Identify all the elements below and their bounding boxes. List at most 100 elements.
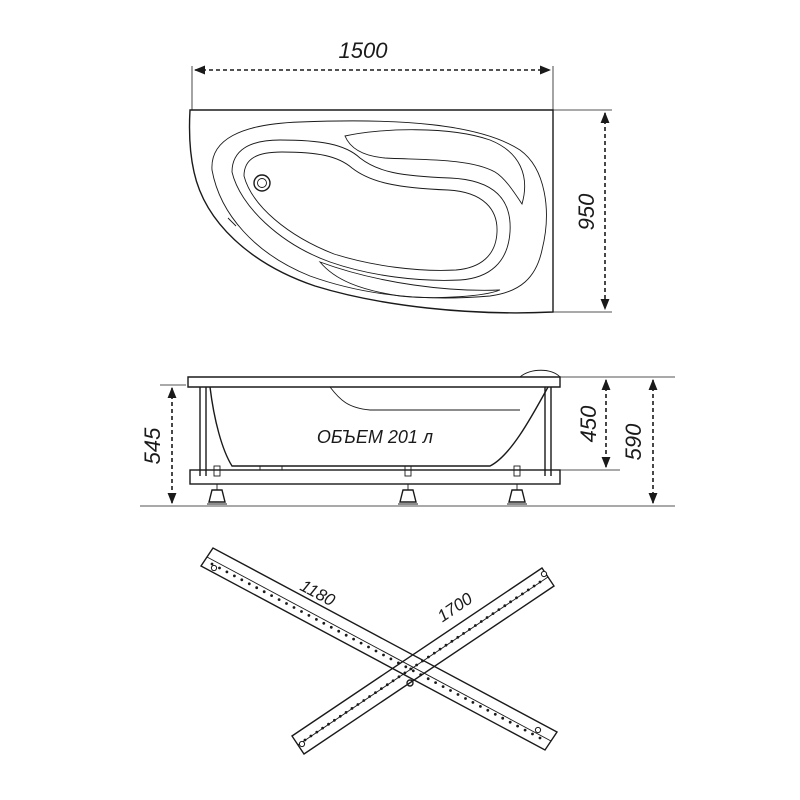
beam-hole <box>344 711 348 714</box>
beam-hole <box>285 602 288 605</box>
beam-hole <box>277 598 281 601</box>
beam-hole <box>450 639 454 643</box>
beam-hole <box>449 689 452 692</box>
tub-basin-floor <box>243 151 498 271</box>
beam-hole <box>315 618 318 621</box>
beam-hole <box>292 606 296 609</box>
beam-hole <box>471 701 475 704</box>
beam-hole <box>426 677 430 681</box>
beam-hole <box>385 683 389 687</box>
beam-hole <box>338 714 342 718</box>
beam-hole <box>307 614 311 617</box>
beam-hole <box>403 671 407 675</box>
beam-hole <box>434 681 437 684</box>
beam-mount-hole <box>298 740 306 748</box>
foot-right <box>507 465 527 505</box>
short-beam-label: 1180 <box>297 576 339 610</box>
beam-hole <box>389 657 393 661</box>
beam-hole <box>456 693 460 696</box>
beam-hole <box>523 728 527 732</box>
beam-hole <box>321 726 324 730</box>
beam-hole <box>468 628 471 631</box>
beam-hole <box>397 675 401 679</box>
tub-side-rim <box>187 376 561 388</box>
beam-hole <box>508 720 512 724</box>
beam-hole <box>409 667 413 671</box>
beam-hole <box>327 722 330 726</box>
beam-hole <box>337 629 341 633</box>
bowl-height-label: 450 <box>576 405 601 442</box>
tub-armrest <box>344 129 526 206</box>
beam-hole <box>255 586 259 590</box>
overflow-mark <box>227 217 237 227</box>
beam-hole <box>526 588 530 592</box>
drain-inner <box>257 178 267 188</box>
beam-hole <box>367 645 370 649</box>
beam-hole <box>493 712 497 716</box>
beam-hole <box>415 663 418 667</box>
width-label: 950 <box>574 193 599 230</box>
beam-hole <box>479 705 482 708</box>
beam-hole <box>262 590 266 594</box>
tub-outer-rim <box>188 109 554 314</box>
side-view: 545 450 590 ОБЪЕМ 201 л <box>140 369 675 507</box>
beam-hole <box>509 600 512 604</box>
top-view: 1500 950 <box>188 38 612 314</box>
beam-hole <box>303 738 307 742</box>
beam-hole <box>538 580 542 584</box>
beam-hole <box>427 655 430 659</box>
beam-hole <box>411 669 415 673</box>
apron-height-label: 545 <box>140 427 165 464</box>
tub-inner-rim <box>211 120 547 299</box>
beam-hole <box>391 679 395 683</box>
beam-mount-hole <box>540 570 548 578</box>
beam-hole <box>350 707 354 710</box>
beam-hole <box>225 570 229 574</box>
beam-hole <box>309 734 313 738</box>
beam-hole <box>329 625 333 629</box>
beam-hole <box>356 703 360 706</box>
beam-hole <box>374 649 378 653</box>
beam-hole <box>532 584 536 588</box>
beam-hole <box>247 582 251 586</box>
beam-hole <box>315 730 319 734</box>
beam-hole <box>368 695 371 698</box>
frame-view: 1180 1700 <box>199 547 559 755</box>
beam-hole <box>531 732 534 736</box>
beam-hole <box>210 562 214 566</box>
beam-hole <box>359 641 363 645</box>
beam-hole <box>485 616 489 619</box>
volume-label: ОБЪЕМ 201 л <box>317 427 433 447</box>
beam-hole <box>491 612 495 615</box>
beam-hole <box>362 699 366 702</box>
beam-long <box>291 567 555 755</box>
tub-basin <box>231 139 511 281</box>
beam-hole <box>382 653 385 657</box>
beam-hole <box>479 620 483 623</box>
beam-hole <box>233 574 236 578</box>
beam-hole <box>501 716 505 720</box>
beam-hole <box>515 596 518 600</box>
beam-hole <box>456 635 460 639</box>
beam-hole <box>421 659 424 663</box>
tub-side-bowl <box>209 386 549 467</box>
beam-hole <box>374 691 377 694</box>
beam-hole <box>270 594 273 597</box>
beam-hole <box>344 633 348 637</box>
foot-left <box>207 465 227 505</box>
beam-hole <box>380 687 383 690</box>
tub-lower-ledge <box>318 261 501 299</box>
beam-hole <box>218 566 221 570</box>
beam-hole <box>462 632 465 635</box>
beam-hole <box>333 718 336 722</box>
beam-hole <box>464 697 467 700</box>
beam-hole <box>441 685 445 688</box>
beam-hole <box>516 724 519 728</box>
beam-hole <box>438 647 442 651</box>
beam-hole <box>322 621 326 625</box>
beam-hole <box>538 736 542 740</box>
tub-side-bowl-inner <box>329 386 520 411</box>
tub-side-headrest <box>519 369 561 378</box>
long-beam-label: 1700 <box>434 589 476 626</box>
